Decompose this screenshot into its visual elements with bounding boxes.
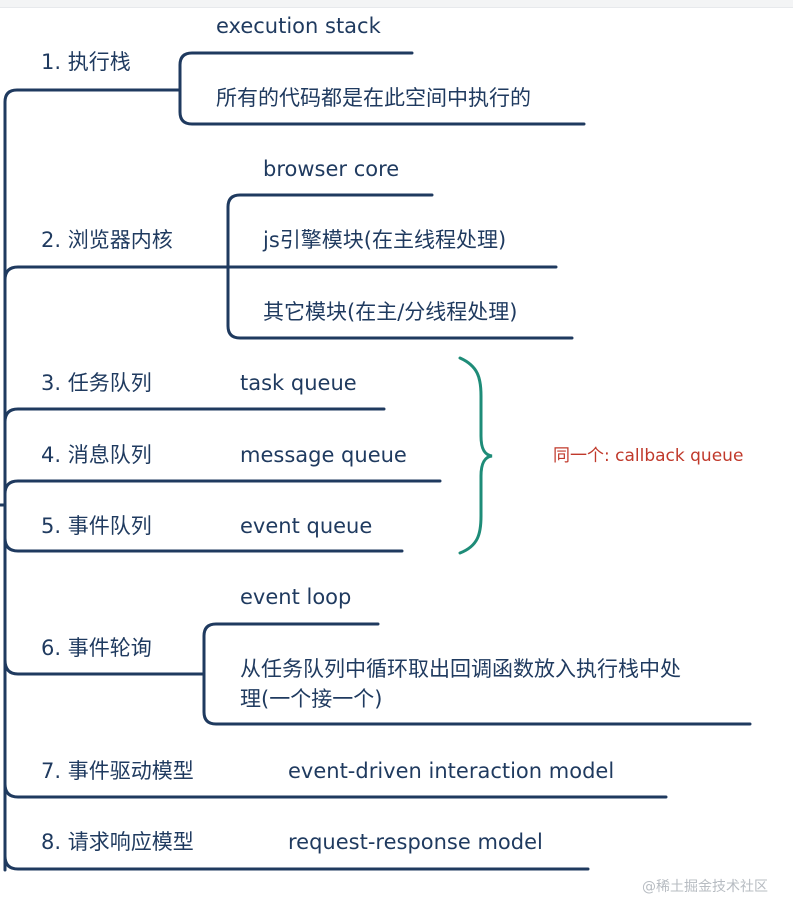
top-strip bbox=[0, 0, 793, 8]
watermark: @稀土掘金技术社区 bbox=[642, 879, 768, 895]
item-2-detail-3[interactable]: 其它模块(在主/分线程处理) bbox=[263, 300, 518, 324]
item-5-label[interactable]: 5. 事件队列 bbox=[41, 514, 152, 538]
item-1-detail-2[interactable]: 所有的代码都是在此空间中执行的 bbox=[216, 86, 531, 110]
queue-brace bbox=[458, 356, 493, 555]
item-5-underline bbox=[3, 536, 404, 553]
trunk-line bbox=[3, 88, 37, 872]
item-3-label[interactable]: 3. 任务队列 bbox=[41, 371, 152, 395]
item-7-detail-1[interactable]: event-driven interaction model bbox=[288, 759, 615, 783]
item-7-label[interactable]: 7. 事件驱动模型 bbox=[41, 759, 194, 783]
item-2-branch bbox=[3, 265, 230, 282]
item-6-underline bbox=[3, 658, 206, 676]
item-5-detail-1[interactable]: event queue bbox=[240, 514, 373, 538]
item-6-label[interactable]: 6. 事件轮询 bbox=[41, 636, 152, 660]
item-3-detail-1[interactable]: task queue bbox=[240, 371, 357, 395]
item-1-label[interactable]: 1. 执行栈 bbox=[41, 50, 131, 74]
item-3-underline bbox=[3, 407, 386, 424]
brace-note: 同一个: callback queue bbox=[553, 446, 744, 466]
item-2-bracket bbox=[226, 193, 574, 340]
item-4-detail-1[interactable]: message queue bbox=[240, 443, 407, 467]
item-7-underline bbox=[3, 782, 668, 799]
item-8-detail-1[interactable]: request-response model bbox=[288, 830, 543, 854]
item-4-label[interactable]: 4. 消息队列 bbox=[41, 443, 152, 467]
item-6-detail-3[interactable]: 理(一个接一个) bbox=[240, 687, 383, 711]
item-2-detail-1[interactable]: browser core bbox=[263, 157, 400, 181]
item-6-detail-1[interactable]: event loop bbox=[240, 585, 352, 609]
item-1-detail-1[interactable]: execution stack bbox=[216, 14, 381, 38]
item-2-label[interactable]: 2. 浏览器内核 bbox=[41, 228, 173, 252]
item-8-underline bbox=[3, 854, 590, 871]
item-8-label[interactable]: 8. 请求响应模型 bbox=[41, 830, 194, 854]
item-6-bracket bbox=[202, 622, 752, 726]
item-4-underline bbox=[3, 479, 442, 496]
item-2-detail-2[interactable]: js引擎模块(在主线程处理) bbox=[263, 228, 507, 252]
item-6-detail-2[interactable]: 从任务队列中循环取出回调函数放入执行栈中处 bbox=[240, 657, 681, 681]
item-1-bracket bbox=[178, 51, 586, 126]
